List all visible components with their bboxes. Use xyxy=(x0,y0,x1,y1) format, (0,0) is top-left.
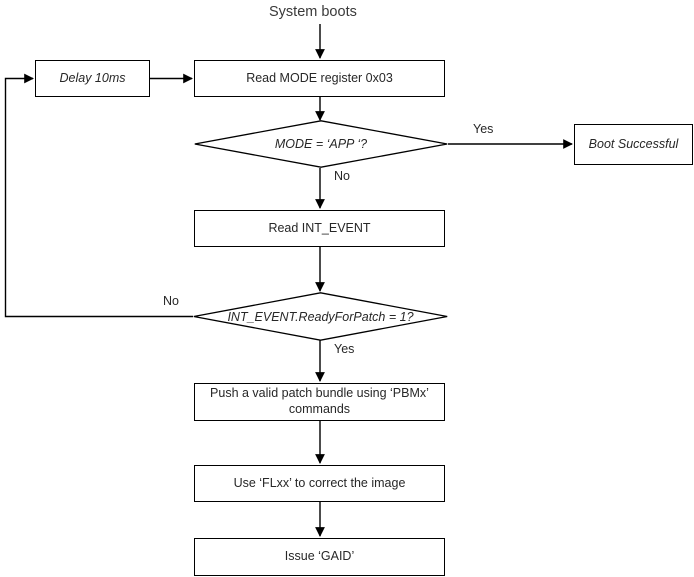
edge-label-ready-no: No xyxy=(163,294,179,308)
node-read-int-event[interactable]: Read INT_EVENT xyxy=(194,210,445,247)
edge-label-mode-yes: Yes xyxy=(473,122,494,136)
edge-decisionready-no-loop xyxy=(4,73,193,318)
node-decision-mode-is-app[interactable]: MODE = ‘APP ‘? xyxy=(194,120,448,168)
edge-label-ready-yes: Yes xyxy=(334,342,355,356)
edge-label-mode-no: No xyxy=(334,169,350,183)
node-read-mode-register[interactable]: Read MODE register 0x03 xyxy=(194,60,445,97)
node-push-patch-bundle[interactable]: Push a valid patch bundle using ‘PBMx’ c… xyxy=(194,383,445,421)
diamond-shape xyxy=(194,120,448,168)
node-issue-gaid[interactable]: Issue ‘GAID’ xyxy=(194,538,445,576)
node-decision-ready-for-patch[interactable]: INT_EVENT.ReadyForPatch = 1? xyxy=(193,292,448,341)
diamond-shape xyxy=(193,292,448,341)
caption-system-boots: System boots xyxy=(269,4,357,20)
node-boot-successful[interactable]: Boot Successful xyxy=(574,124,693,165)
node-delay-10ms[interactable]: Delay 10ms xyxy=(35,60,150,97)
node-use-flxx[interactable]: Use ‘FLxx’ to correct the image xyxy=(194,465,445,502)
